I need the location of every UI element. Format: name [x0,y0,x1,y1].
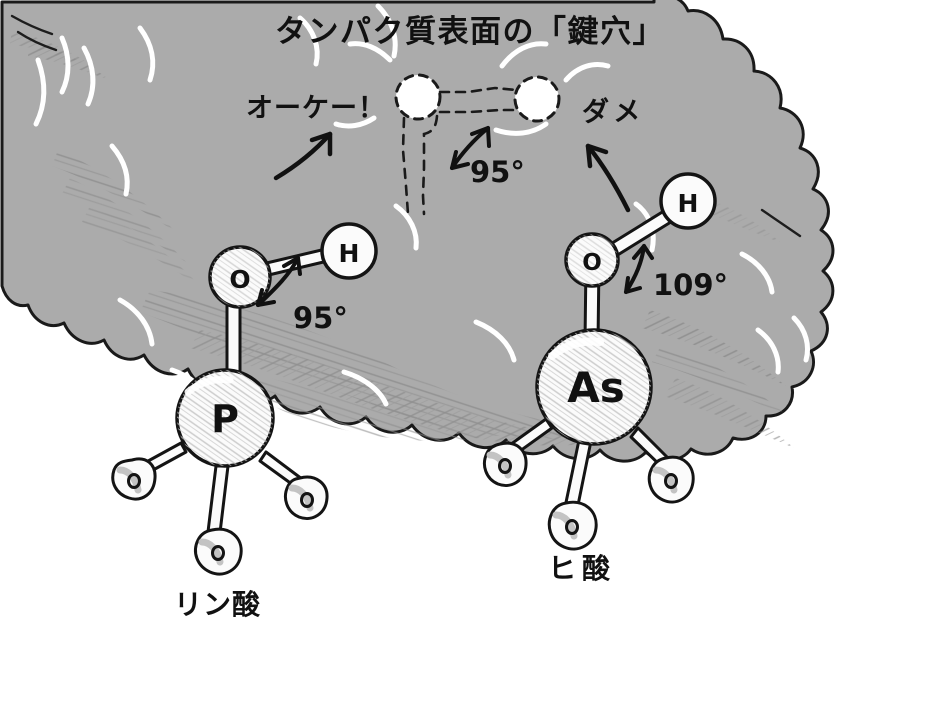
angle-arsenate-109: 109° [624,244,728,302]
annotation-ok: オーケー！ [246,93,386,181]
arsenate-hydrogen: H [659,172,717,230]
phosphate-hydrogen-label: H [339,239,360,268]
bad-arrow [585,143,631,213]
phosphate-oxygen-bottom [194,527,243,576]
keyhole-shaft [401,114,439,216]
arsenate-oxygen-left [483,441,528,487]
bad-label: ダメ [582,96,645,128]
protein-hatching [10,30,794,448]
arsenate-hydroxyl-oxygen: O [564,232,620,288]
arsenate-hydrogen-label: H [678,189,699,218]
keyhole-cavity [394,73,561,216]
page-title: タンパク質表面の「鍵穴」 [275,14,665,50]
arsenic-label: As [567,363,625,412]
phosphate-hydrogen: H [320,222,378,280]
keyhole-channel [438,86,518,114]
angle-arsenate-label: 109° [653,268,728,302]
phosphate-p-o-bond [225,298,242,378]
arsenic-acid-name: ヒ酸 [548,552,616,585]
phosphate-hydroxyl-oxygen: O [208,245,272,309]
arsenic-atom: As [535,328,653,446]
phosphate-oxygen-left [111,457,157,501]
arsenate-oxygen-bottom [547,500,598,551]
phosphorus-atom: P [175,368,275,468]
phosphate-oxygen-right [284,475,329,520]
arsenate-oxygen-right [647,455,695,504]
phosphorus-label: P [211,397,239,441]
arsenate-oxygen-label: O [582,250,602,276]
angle-phosphate-label: 95° [293,301,348,335]
angle-keyhole-label: 95° [470,155,525,189]
ok-arrow-head [309,131,333,157]
annotation-bad: ダメ [582,96,645,213]
molecule-arsenic-acid: As O H ヒ酸 [483,172,717,585]
phosphoric-acid-name: リン酸 [174,588,261,621]
ok-label: オーケー！ [246,93,386,124]
molecule-phosphoric-acid: P O H リン酸 [111,222,378,621]
phosphate-oxygens [111,457,329,576]
protein-ink-strokes [10,14,802,238]
angle-phosphate-95: 95° [256,256,348,335]
protein-highlights [33,3,874,407]
arsenate-oxygens [483,441,695,551]
bad-arrow-head [585,143,609,169]
phosphate-oxygen-label: O [229,265,250,294]
keyhole-socket-left [394,73,442,121]
protein-surface-blob [0,0,874,463]
keyhole-socket-right [513,75,561,123]
ok-arrow [273,131,333,181]
angle-keyhole-95: 95° [450,126,525,189]
